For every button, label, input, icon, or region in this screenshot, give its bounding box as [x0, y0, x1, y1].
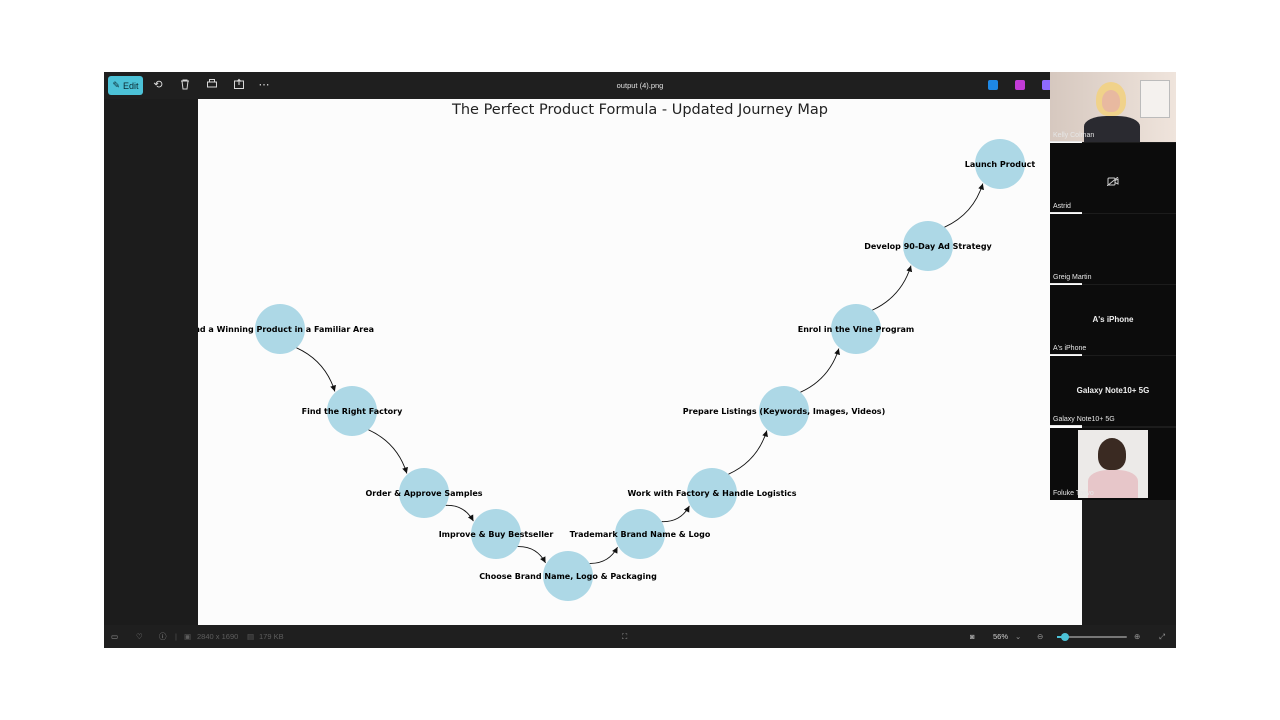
viewer-status-bar: ▭ ♡ ⓘ | ▣ 2840 x 1690 ▤ 179 KB ⛶ ◙ 56% ⌄… [104, 625, 1176, 648]
journey-node-label: Enrol in the Vine Program [798, 325, 915, 334]
journey-node [759, 386, 809, 436]
flow-arrow [800, 348, 840, 393]
journey-node-label: Order & Approve Samples [365, 489, 482, 498]
chevron-down-icon[interactable]: ⌄ [1015, 632, 1022, 641]
participant-name: A's iPhone [1053, 345, 1087, 352]
journey-node-label: Develop 90-Day Ad Strategy [864, 242, 992, 251]
flow-arrow [728, 430, 768, 475]
participant-tile[interactable]: Greig Martin [1050, 214, 1176, 284]
participant-video [1078, 430, 1148, 498]
image-dimensions: 2840 x 1690 [197, 632, 239, 641]
app-icon[interactable] [1042, 80, 1052, 90]
app-icon[interactable] [1015, 80, 1025, 90]
dimensions-icon: ▣ [184, 632, 192, 641]
participant-tile[interactable]: Kelly Colman [1050, 72, 1176, 142]
participant-name: Kelly Colman [1053, 132, 1095, 139]
journey-node [543, 551, 593, 601]
journey-node [687, 468, 737, 518]
participant-name: Greig Martin [1053, 274, 1092, 281]
edit-icon: ✎ [112, 80, 121, 90]
journey-node [975, 139, 1025, 189]
face [1098, 438, 1126, 470]
journey-node-label: Find a Winning Product in a Familiar Are… [198, 325, 374, 334]
flow-arrow [944, 183, 984, 228]
participant-tile[interactable]: A's iPhone A's iPhone [1050, 285, 1176, 355]
zoom-level[interactable]: 56% [993, 632, 1009, 641]
journey-node [255, 304, 305, 354]
meeting-participants-panel: Kelly Colman Astrid Greig Martin A's iPh… [1050, 72, 1176, 500]
image-canvas: The Perfect Product Formula - Updated Jo… [198, 99, 1082, 625]
journey-node-label: Work with Factory & Handle Logistics [627, 489, 796, 498]
edit-label: Edit [123, 80, 139, 91]
zoom-slider[interactable] [1057, 633, 1127, 641]
participant-tile[interactable]: Foluke Taiwo [1050, 428, 1176, 500]
camera-off-icon [1106, 173, 1119, 187]
diagram-title: The Perfect Product Formula - Updated Jo… [452, 102, 828, 118]
fullscreen-icon[interactable]: ⤢ [1159, 632, 1165, 641]
participant-name: Galaxy Note10+ 5G [1053, 416, 1115, 423]
file-title: output (4).png [616, 81, 664, 90]
participant-device-name: A's iPhone [1092, 315, 1134, 324]
delete-icon[interactable] [178, 78, 192, 92]
face [1102, 90, 1120, 112]
zoom-slider-fill [1057, 636, 1066, 638]
print-icon[interactable] [205, 78, 219, 92]
flow-arrow [368, 429, 408, 474]
speaking-indicator [1050, 283, 1082, 284]
journey-node-label: Prepare Listings (Keywords, Images, Vide… [683, 407, 885, 416]
edit-button[interactable]: ✎ Edit [108, 76, 143, 95]
journey-node [327, 386, 377, 436]
wall-sign [1140, 80, 1170, 118]
journey-node [471, 509, 521, 559]
info-icon[interactable]: ⓘ [159, 632, 167, 641]
favorite-icon[interactable]: ♡ [136, 632, 143, 641]
zoom-out-icon[interactable]: ⊖ [1037, 632, 1044, 641]
journey-node-label: Choose Brand Name, Logo & Packaging [479, 572, 657, 581]
body [1088, 470, 1138, 498]
speaking-indicator [1050, 212, 1082, 213]
journey-node [615, 509, 665, 559]
journey-node-label: Launch Product [965, 160, 1036, 169]
rotate-icon[interactable]: ⟲ [153, 79, 163, 91]
flow-arrow [661, 505, 690, 523]
more-icon[interactable]: ⋯ [258, 79, 270, 91]
speaking-indicator [1050, 425, 1082, 426]
participant-tile[interactable]: Astrid [1050, 143, 1176, 213]
flow-arrow [872, 265, 913, 311]
flow-arrow [445, 504, 474, 522]
participant-device-name: Galaxy Note10+ 5G [1076, 386, 1150, 395]
journey-node-label: Improve & Buy Bestseller [439, 530, 554, 539]
viewer-toolbar: ✎ Edit ⟲ ⋯ output (4).png [104, 72, 1176, 99]
journey-node-label: Find the Right Factory [302, 407, 403, 416]
body [1084, 116, 1140, 142]
file-size-icon: ▤ [247, 632, 255, 641]
participant-name: Foluke Taiwo [1053, 490, 1094, 497]
fit-to-window-icon[interactable]: ⛶ [622, 632, 628, 641]
divider: | [175, 632, 177, 641]
actual-size-icon[interactable]: ◙ [970, 632, 975, 641]
flow-arrow [589, 546, 618, 564]
speaking-indicator [1050, 141, 1082, 142]
flow-arrow [296, 347, 336, 392]
share-icon[interactable] [232, 78, 246, 92]
journey-map-diagram: Find a Winning Product in a Familiar Are… [198, 139, 1036, 601]
zoom-in-icon[interactable]: ⊕ [1134, 632, 1141, 641]
zoom-slider-handle[interactable] [1061, 633, 1070, 641]
participant-name: Astrid [1053, 203, 1071, 210]
journey-node [831, 304, 881, 354]
journey-node-label: Trademark Brand Name & Logo [570, 530, 711, 539]
file-size: 179 KB [259, 632, 284, 641]
display-icon[interactable]: ▭ [111, 632, 119, 641]
flow-arrow [517, 546, 546, 564]
photo-viewer-window: ✎ Edit ⟲ ⋯ output (4).png The Perfect Pr… [104, 72, 1176, 648]
app-icon[interactable] [988, 80, 998, 90]
journey-node [903, 221, 953, 271]
participant-tile[interactable]: Galaxy Note10+ 5G Galaxy Note10+ 5G [1050, 356, 1176, 426]
speaking-indicator [1050, 354, 1082, 355]
journey-node [399, 468, 449, 518]
